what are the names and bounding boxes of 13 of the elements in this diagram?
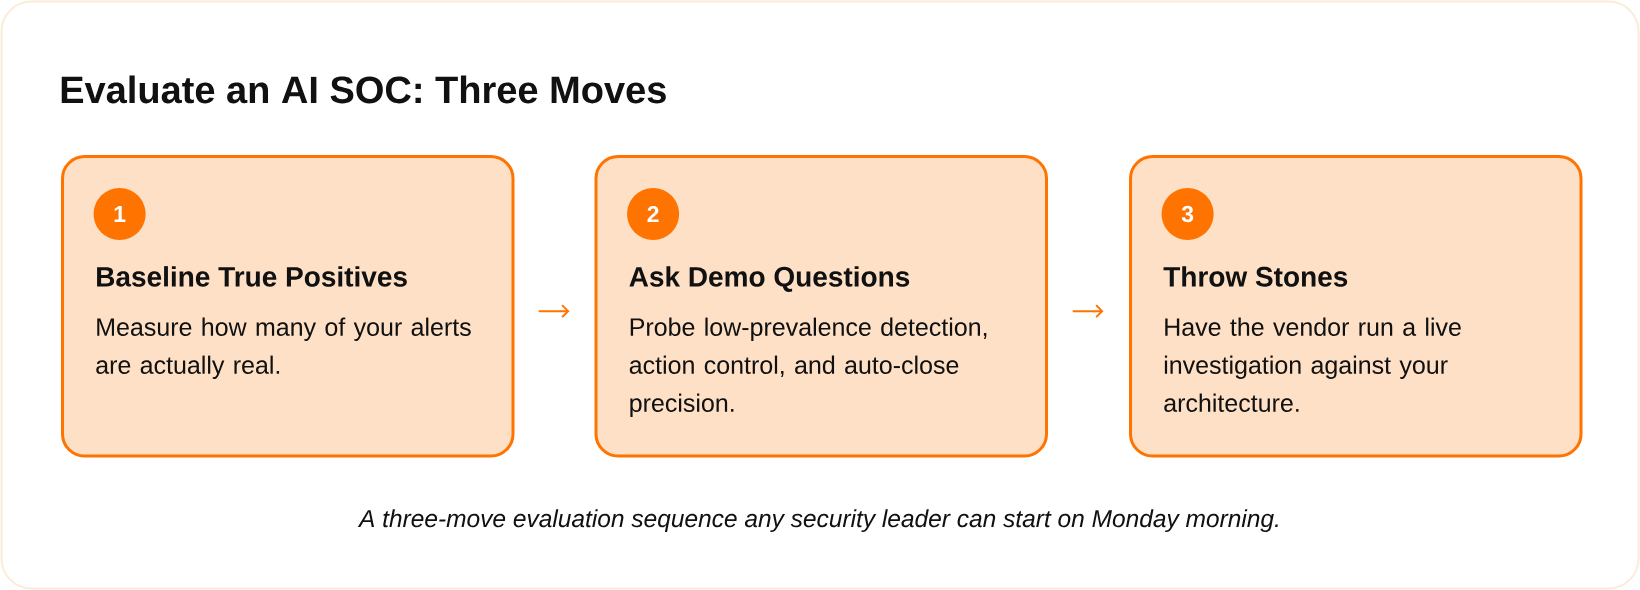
card-heading: Ask Demo Questions (629, 266, 910, 292)
card-text: Have the vendor run a live investigation against your architecture. (1164, 317, 1461, 412)
caption: A three-move evaluation sequence any security leader can start on Monday morning. (357, 509, 1278, 533)
step-number-badge: 2 (627, 188, 680, 240)
card-text: Measure how many of your alerts are actually real. (96, 317, 471, 379)
diagram-title: Evaluate an AI SOC: Three Moves (61, 75, 666, 104)
step-number-badge: 3 (1161, 188, 1214, 240)
step-number-badge: 1 (93, 188, 146, 240)
card-heading: Baseline True Positives (97, 266, 407, 287)
card-text: Probe low-prevalence detection, action control, and auto-close precision. (629, 317, 987, 417)
arrow (1072, 304, 1104, 319)
arrow (538, 304, 570, 319)
card-heading: Throw Stones (1163, 266, 1348, 287)
